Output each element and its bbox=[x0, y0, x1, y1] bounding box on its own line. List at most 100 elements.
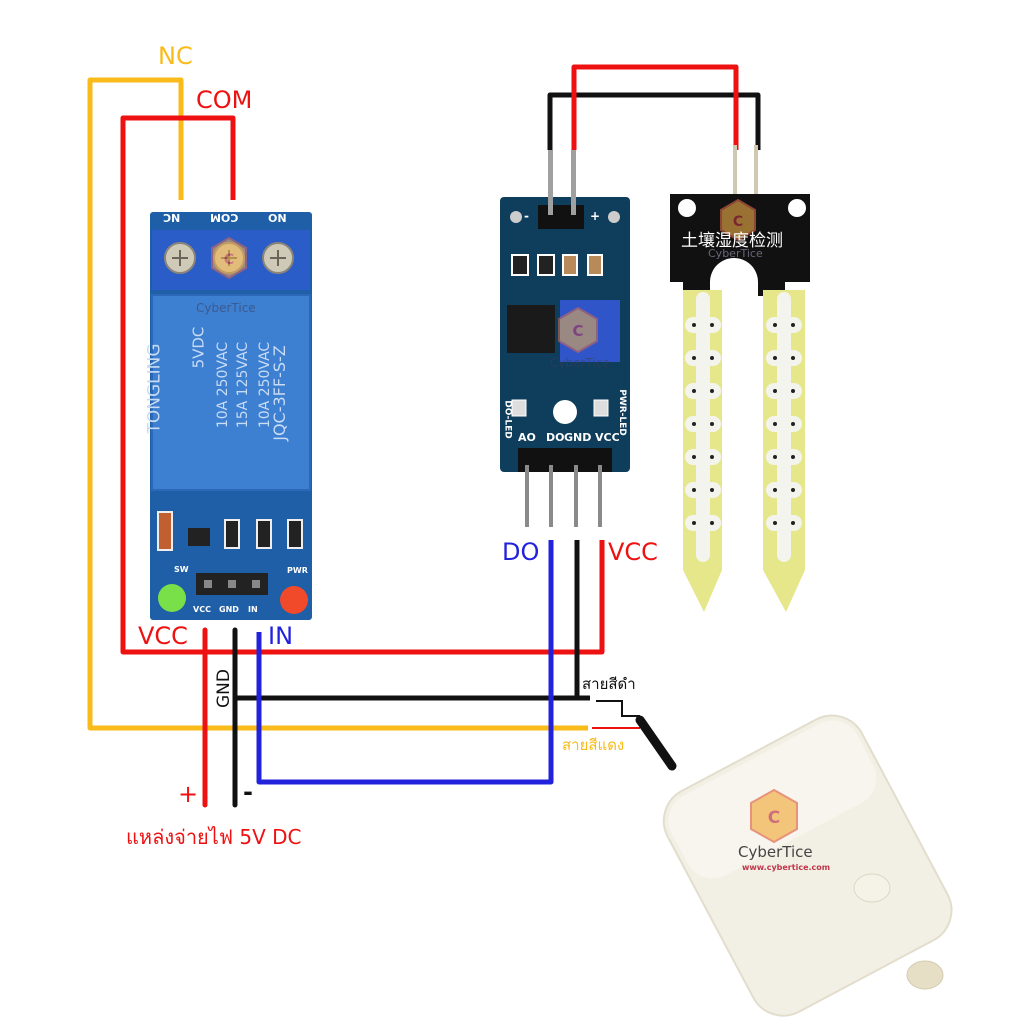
pump-inlet bbox=[906, 960, 944, 990]
probe-pad bbox=[766, 383, 802, 399]
probe-pad-hole bbox=[773, 356, 777, 360]
relay-terminal-label-nc: NC bbox=[163, 211, 181, 224]
label-black-wire: สายสีดำ bbox=[582, 675, 636, 693]
relay-rating-1: 10A 250VAC bbox=[215, 341, 232, 429]
probe-label: 土壤湿度检测 bbox=[681, 231, 783, 251]
relay-terminal-label-com: COM bbox=[210, 211, 239, 224]
watermark-pump-url: www.cybertice.com bbox=[742, 863, 831, 872]
relay-led-label-pwr: PWR bbox=[287, 566, 308, 575]
svg-text:C: C bbox=[572, 322, 583, 340]
relay-led-label-sw: SW bbox=[174, 565, 189, 574]
relay-terminal-label-no: NO bbox=[268, 211, 287, 224]
sensor-pin-header bbox=[518, 448, 612, 472]
relay-pin-label-in: IN bbox=[248, 605, 258, 614]
svg-text:C: C bbox=[224, 252, 234, 268]
probe-pad-hole bbox=[773, 455, 777, 459]
probe-pad bbox=[685, 317, 721, 333]
watermark-sensor-name: CyberTice bbox=[550, 356, 610, 370]
sensor-pin-label-do: DO bbox=[546, 431, 565, 444]
sensor-pin-label-gnd: GND bbox=[564, 431, 592, 444]
soil-probe bbox=[670, 145, 810, 612]
led-pwr-red bbox=[280, 586, 308, 614]
probe-pad bbox=[766, 515, 802, 531]
probe-pad bbox=[685, 482, 721, 498]
probe-pad-hole bbox=[692, 389, 696, 393]
relay-model: JQC-3FF-S-Z bbox=[269, 345, 289, 441]
probe-pad-hole bbox=[710, 356, 714, 360]
probe-pad-hole bbox=[773, 521, 777, 525]
mounting-hole bbox=[553, 400, 577, 424]
probe-pad-hole bbox=[692, 422, 696, 426]
sensor-pin-label-ao: AO bbox=[518, 431, 536, 444]
probe-pad bbox=[766, 482, 802, 498]
svg-text:C: C bbox=[768, 808, 780, 828]
probe-pad-hole bbox=[773, 323, 777, 327]
probe-pad-hole bbox=[710, 422, 714, 426]
probe-pad-hole bbox=[773, 488, 777, 492]
relay-brand: TONGLING bbox=[144, 343, 165, 434]
probe-pad bbox=[766, 416, 802, 432]
probe-pad bbox=[685, 515, 721, 531]
watermark-sensor: C bbox=[558, 306, 598, 354]
probe-pad-hole bbox=[692, 323, 696, 327]
watermark-relay: C bbox=[211, 236, 247, 280]
label-plus: + bbox=[178, 780, 199, 808]
sensor-pin-label-vcc: VCC bbox=[595, 431, 620, 444]
probe-pad bbox=[766, 449, 802, 465]
sensor-led-label-do: DO-LED bbox=[502, 400, 513, 439]
relay-rating-2: 15A 125VAC bbox=[235, 341, 252, 429]
probe-pad-hole bbox=[692, 521, 696, 525]
probe-pad-hole bbox=[791, 323, 795, 327]
watermark-pump: C bbox=[750, 788, 798, 844]
probe-head bbox=[670, 194, 810, 296]
wire-in-blue bbox=[256, 540, 554, 785]
probe-pad bbox=[685, 449, 721, 465]
probe-pad-hole bbox=[692, 356, 696, 360]
wire-probe-red bbox=[571, 64, 739, 150]
relay-pin-label-vcc: VCC bbox=[193, 605, 211, 614]
probe-pad-hole bbox=[791, 521, 795, 525]
comparator-chip bbox=[507, 305, 555, 353]
sensor-top-header bbox=[538, 205, 584, 229]
watermark-probe-name: CyberTice bbox=[708, 247, 763, 260]
sensor-led-label-pwr: PWR-LED bbox=[616, 389, 627, 436]
label-power-supply: แหล่งจ่ายไฟ 5V DC bbox=[126, 825, 302, 849]
label-sensor-vcc: VCC bbox=[608, 538, 658, 566]
probe-pad-hole bbox=[791, 422, 795, 426]
label-minus: - bbox=[243, 778, 253, 806]
watermark-probe: C bbox=[720, 198, 756, 242]
probe-pad-hole bbox=[710, 323, 714, 327]
probe-pad-hole bbox=[692, 488, 696, 492]
pump-outlet bbox=[853, 873, 891, 903]
label-com: COM bbox=[196, 86, 253, 114]
wire-pump-black bbox=[596, 700, 640, 717]
svg-text:C: C bbox=[733, 214, 743, 230]
relay-body bbox=[151, 294, 311, 491]
sensor-top-plus: + bbox=[590, 209, 601, 223]
label-nc: NC bbox=[158, 42, 193, 70]
probe-pad-hole bbox=[791, 389, 795, 393]
probe-pad bbox=[766, 350, 802, 366]
probe-pad-hole bbox=[791, 455, 795, 459]
probe-pad bbox=[685, 416, 721, 432]
wire-com-red bbox=[120, 115, 605, 655]
watermark-relay-name: CyberTice bbox=[196, 301, 256, 315]
label-relay-in: IN bbox=[268, 622, 294, 650]
watermark-pump-name: CyberTice bbox=[738, 843, 813, 861]
probe-pad-hole bbox=[791, 488, 795, 492]
probe-pad bbox=[685, 350, 721, 366]
probe-pad-hole bbox=[692, 455, 696, 459]
label-gnd: GND bbox=[213, 669, 234, 708]
probe-pad bbox=[766, 317, 802, 333]
probe-pad-hole bbox=[710, 488, 714, 492]
probe-pad bbox=[685, 383, 721, 399]
probe-pad-hole bbox=[791, 356, 795, 360]
probe-pad-hole bbox=[773, 422, 777, 426]
led-sw-green bbox=[158, 584, 186, 612]
relay-voltage: 5VDC bbox=[189, 326, 208, 369]
wire-probe-black bbox=[547, 92, 761, 150]
relay-pin-label-gnd: GND bbox=[219, 605, 239, 614]
probe-pad-hole bbox=[710, 455, 714, 459]
probe-pad-hole bbox=[710, 521, 714, 525]
